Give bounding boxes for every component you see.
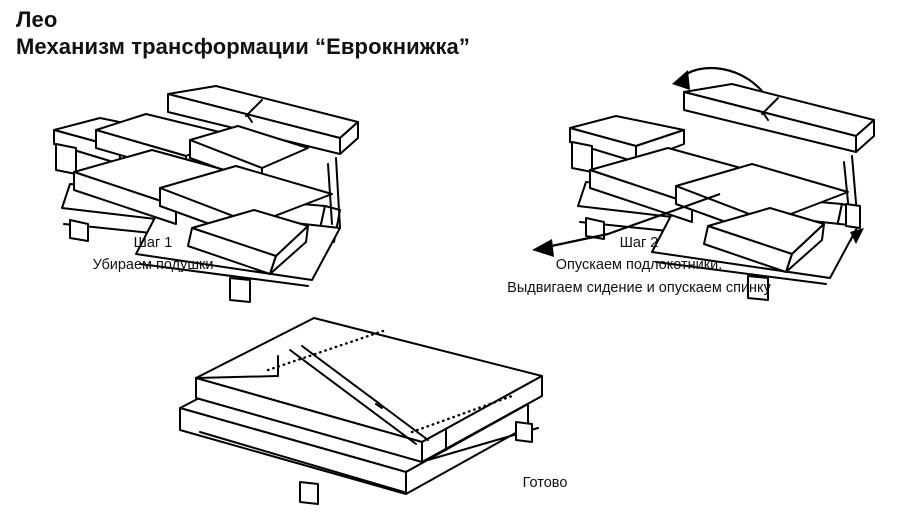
- step-1-instruction-line-1: Убираем подушки: [92, 257, 214, 274]
- bed-center-seam-tick: [375, 403, 383, 409]
- sofa1-right-rail-inner: [327, 163, 333, 225]
- sofa1-backrest-right-cap: [339, 121, 359, 155]
- step-2-label: Шаг 2: [619, 235, 659, 251]
- bed-foot-front: [299, 481, 319, 505]
- bed-left-panel-line: [195, 375, 279, 379]
- sofa2-right-bracket: [845, 203, 861, 229]
- sofa1-foot-left: [69, 219, 89, 242]
- sofa2-foot-front: [747, 275, 769, 301]
- bed-final-illustration: [179, 317, 543, 505]
- bed-center-seam-b: [301, 345, 429, 441]
- step-1-label: Шаг 1: [133, 235, 173, 251]
- bed-dotted-seam-lower: [410, 394, 514, 434]
- sofa2-armrest-left-post: [571, 141, 593, 173]
- caption-done: Готово: [440, 472, 650, 494]
- step-2-instruction-line-1: Опускаем подлокотники.: [555, 257, 723, 274]
- sofa1-foot-front: [229, 277, 251, 303]
- bed-upper-side: [421, 375, 543, 463]
- sofa-step1-illustration: [53, 85, 359, 303]
- sofa2-backrest-right-cap: [855, 119, 875, 153]
- sofa2-front-block-side: [785, 223, 825, 273]
- title-block: Лео Механизм трансформации “Еврокнижка”: [16, 8, 470, 58]
- bed-foot-right: [515, 421, 533, 443]
- sofa2-backrest-split: [761, 97, 779, 115]
- sofa1-deck-edge: [139, 263, 309, 287]
- sofa1-seat-cushion-left-face: [73, 171, 177, 225]
- sofa2-rail-arrowhead: [850, 228, 864, 244]
- bed-base-shadow-line: [199, 431, 405, 493]
- caption-step-2: Шаг 2 Опускаем подлокотники. Выдвигаем с…: [404, 232, 874, 299]
- step-done-label: Готово: [522, 475, 568, 491]
- sofa2-backrest-split-lip: [763, 113, 769, 121]
- caption-step-1: Шаг 1 Убираем подушки: [28, 232, 278, 277]
- sofa1-armrest-left-post: [55, 143, 77, 175]
- model-name: Лео: [16, 7, 58, 32]
- pull-seat-arrowhead: [532, 239, 554, 257]
- mechanism-title: Механизм трансформации “Еврокнижка”: [16, 34, 470, 60]
- pull-seat-arrow: [541, 192, 721, 250]
- sofa1-front-block-side: [269, 225, 309, 275]
- sofa1-right-rail: [335, 157, 341, 229]
- sofa1-backrest-split: [245, 99, 263, 117]
- bed-center-seam-a: [289, 349, 417, 445]
- sofa1-backrest-split-lip: [247, 115, 253, 123]
- fold-backrest-arrowhead: [672, 70, 690, 90]
- bed-dotted-seam-upper: [266, 328, 388, 372]
- sofa2-deck-edge: [655, 261, 827, 285]
- sofa2-seat-cushion-left-face: [589, 169, 693, 223]
- sofa-step2-illustration: [532, 66, 875, 301]
- step-2-instruction-line-2: Выдвигаем сидение и опускаем спинку: [507, 279, 771, 296]
- sofa2-foot-left: [585, 217, 605, 240]
